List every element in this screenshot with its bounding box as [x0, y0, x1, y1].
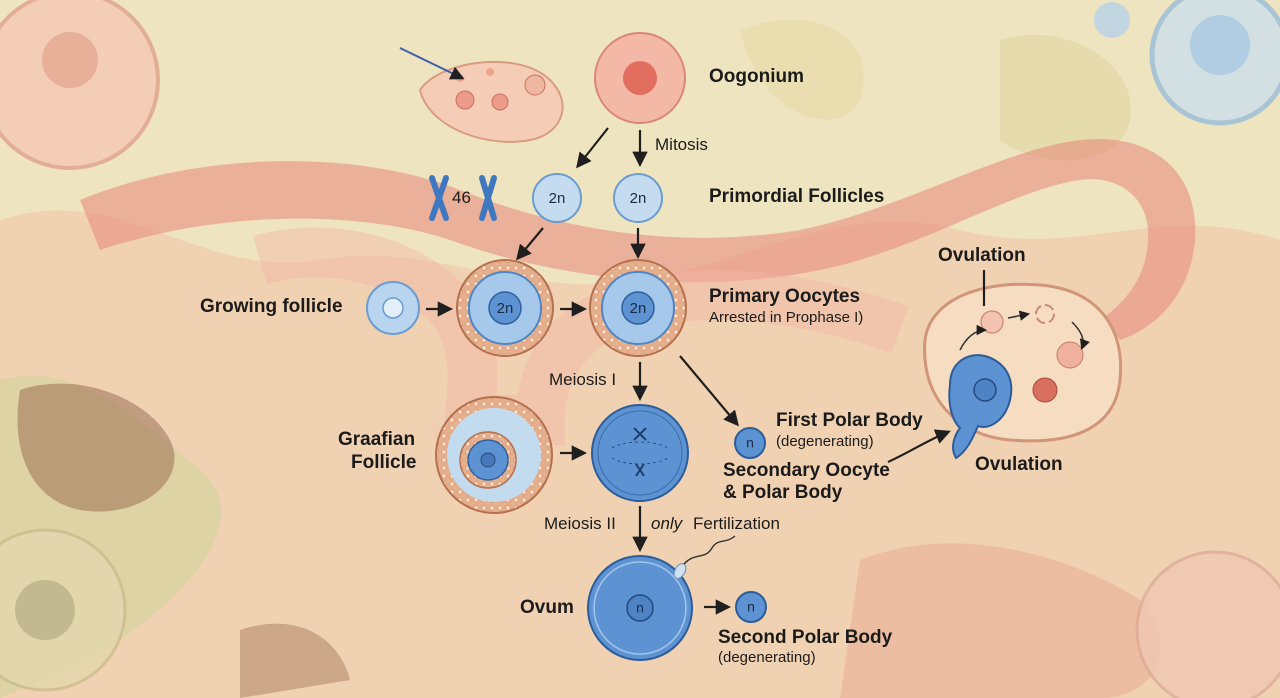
decorative-cell-bottom-right	[1135, 550, 1280, 698]
arrow-primordial-to-primary-left	[516, 227, 544, 261]
label-meiosis-1: Meiosis I	[549, 370, 617, 389]
first-polar-body-cell: n	[734, 427, 766, 459]
label-growing-follicle: Growing follicle	[200, 296, 343, 317]
ploidy-label: 2n	[630, 190, 647, 207]
decorative-cell-top-right	[1094, 0, 1280, 126]
label-graafian-line2: Follicle	[351, 452, 417, 473]
label-only: only	[651, 514, 683, 533]
ovulating-oocyte-cell	[948, 354, 1013, 460]
ploidy-label: n	[746, 435, 754, 451]
ploidy-label: n	[747, 599, 755, 615]
chromosome-icon-left	[429, 175, 449, 221]
ploidy-label: 2n	[630, 300, 647, 317]
primary-oocyte-right: 2n	[589, 259, 687, 357]
label-meiosis-2: Meiosis II	[544, 514, 616, 533]
oogonium-cell	[594, 32, 686, 124]
sperm-icon	[673, 535, 736, 579]
label-ovulation-bottom: Ovulation	[975, 454, 1063, 475]
arrow-to-ovulation	[887, 429, 951, 464]
label-second-polar-body-note: (degenerating)	[718, 649, 816, 666]
primordial-follicle-right: 2n	[613, 173, 663, 223]
ovum-cell: n	[587, 555, 693, 661]
label-fertilization: Fertilization	[693, 514, 780, 533]
chromosome-icon-right	[479, 175, 497, 221]
second-polar-body-cell: n	[735, 591, 767, 623]
arrow-to-first-polar-body	[679, 355, 739, 427]
label-primordial-follicles: Primordial Follicles	[709, 186, 885, 207]
label-chromosome-count: 46	[452, 188, 471, 207]
label-primary-oocytes-note: Arrested in Prophase I)	[709, 309, 864, 326]
label-oogonium: Oogonium	[709, 66, 804, 87]
arrow-oogonium-to-primordial-left	[576, 127, 609, 169]
secondary-oocyte-cell	[591, 404, 689, 502]
ploidy-label: n	[636, 600, 644, 616]
label-secondary-oocyte-line2: & Polar Body	[723, 482, 843, 503]
label-secondary-oocyte-line1: Secondary Oocyte	[723, 460, 890, 481]
decorative-cell-top-left	[0, 0, 160, 170]
graafian-follicle-cell	[435, 396, 553, 514]
label-first-polar-body: First Polar Body	[776, 410, 923, 431]
flow-arrows	[426, 127, 986, 615]
decorative-cell-bottom-left	[0, 528, 127, 692]
primary-oocyte-left: 2n	[456, 259, 554, 357]
label-graafian-line1: Graafian	[338, 429, 416, 450]
label-ovum: Ovum	[520, 597, 574, 618]
label-second-polar-body: Second Polar Body	[718, 627, 893, 648]
ploidy-label: 2n	[549, 190, 566, 207]
ovary-illustration	[399, 47, 564, 143]
label-primary-oocytes: Primary Oocytes	[709, 286, 861, 307]
growing-follicle-cell	[366, 281, 420, 335]
label-first-polar-body-note: (degenerating)	[776, 433, 874, 450]
primordial-follicle-left: 2n	[532, 173, 582, 223]
label-mitosis: Mitosis	[655, 135, 708, 154]
ploidy-label: 2n	[497, 300, 514, 317]
label-ovulation-top: Ovulation	[938, 245, 1026, 266]
